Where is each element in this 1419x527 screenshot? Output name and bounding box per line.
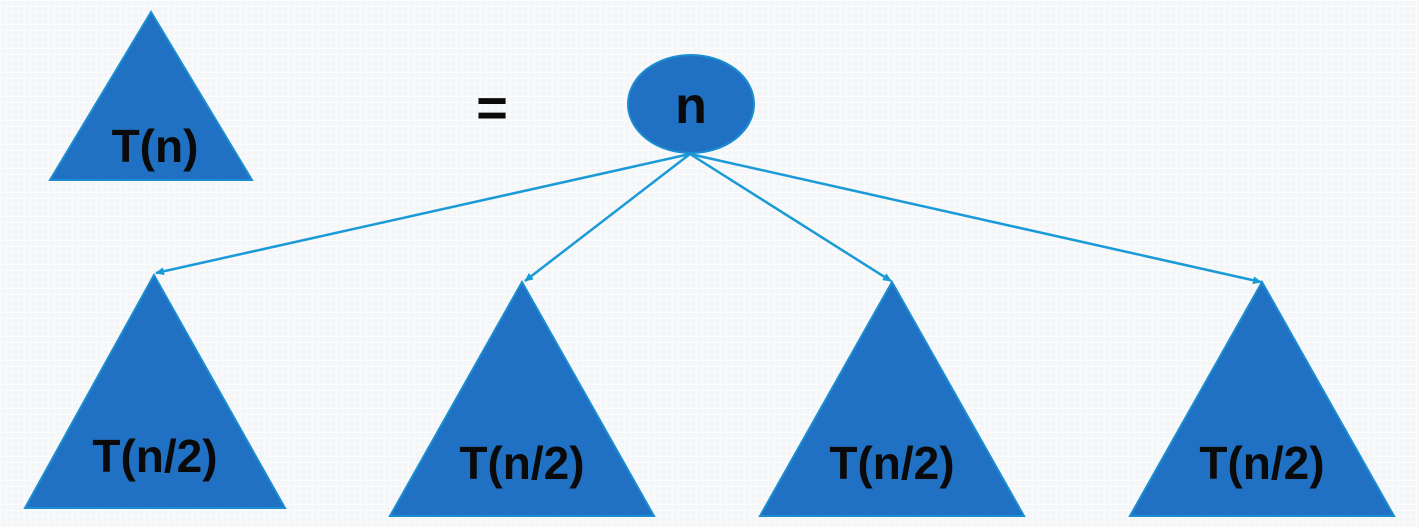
root-node: n bbox=[627, 54, 755, 154]
child-triangle-4-label: T(n/2) bbox=[1199, 437, 1324, 489]
child-triangle-2-shape bbox=[388, 279, 656, 517]
child-triangle-4-shape bbox=[1128, 279, 1396, 517]
lhs-triangle-label: T(n) bbox=[112, 120, 199, 172]
child-triangle-3-label: T(n/2) bbox=[829, 437, 954, 489]
child-triangle-1: T(n/2) bbox=[23, 272, 287, 509]
child-triangle-2: T(n/2) bbox=[388, 279, 656, 517]
child-triangle-2-label: T(n/2) bbox=[459, 437, 584, 489]
tree-edges bbox=[155, 152, 1262, 285]
edge-to-child-4 bbox=[689, 152, 1262, 285]
root-node-label: n bbox=[675, 77, 707, 135]
child-triangle-3: T(n/2) bbox=[758, 279, 1026, 517]
child-triangle-1-label: T(n/2) bbox=[92, 430, 217, 482]
equals-sign: = bbox=[476, 78, 508, 138]
child-triangle-4: T(n/2) bbox=[1128, 279, 1396, 517]
root-node-ellipse bbox=[627, 54, 755, 154]
lhs-triangle: T(n) bbox=[48, 10, 254, 181]
edge-to-child-1 bbox=[155, 152, 691, 276]
child-triangle-1-shape bbox=[23, 272, 287, 509]
edge-to-child-3 bbox=[689, 152, 892, 283]
child-triangle-3-shape bbox=[758, 279, 1026, 517]
edge-to-child-2 bbox=[524, 153, 691, 282]
lhs-triangle-shape bbox=[48, 10, 254, 181]
